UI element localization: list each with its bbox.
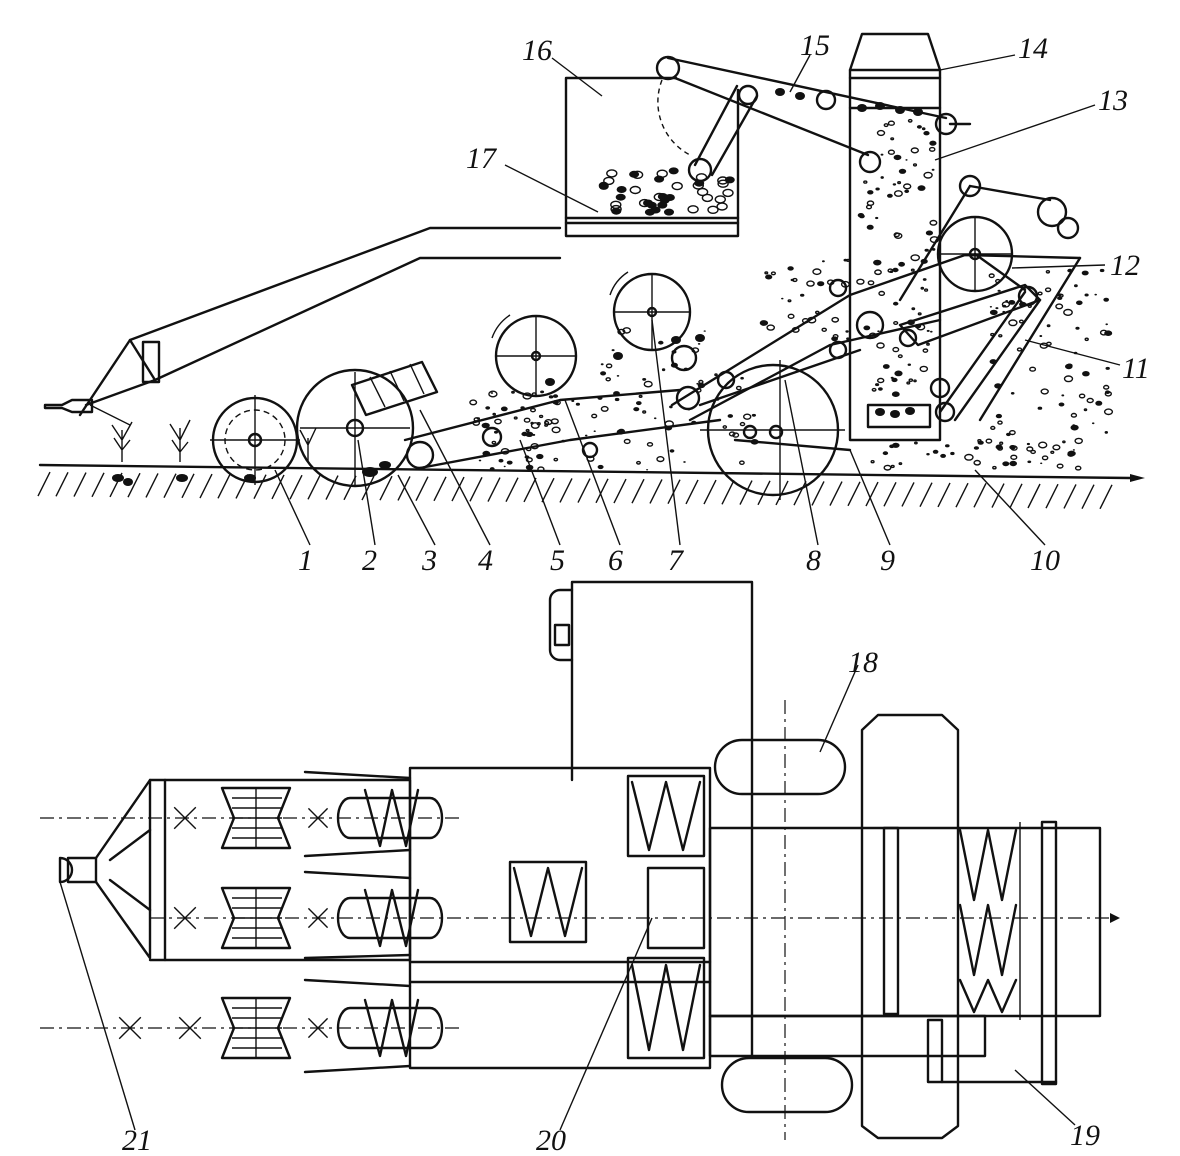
label-13: 13 <box>1098 84 1128 117</box>
label-14: 14 <box>1018 32 1048 65</box>
sorting-conveyor <box>898 283 1042 423</box>
label-1: 1 <box>298 544 313 577</box>
label-10: 10 <box>1030 544 1060 577</box>
label-9: 9 <box>880 544 895 577</box>
separator-springs <box>512 780 1018 1052</box>
side-view <box>37 32 1145 546</box>
wheels <box>713 738 854 1114</box>
label-16: 16 <box>522 34 552 67</box>
hopper <box>564 76 740 238</box>
label-6: 6 <box>608 544 623 577</box>
share-elevator <box>403 388 722 470</box>
potato-plants <box>111 419 317 486</box>
cutting-disc <box>295 368 415 488</box>
drawbar <box>43 226 562 426</box>
machine-body <box>408 580 754 1070</box>
row-units <box>118 786 444 1060</box>
label-12: 12 <box>1110 249 1140 282</box>
label-19: 19 <box>1070 1119 1100 1152</box>
separating-rotors <box>491 271 698 398</box>
plan-view <box>40 580 1120 1140</box>
label-21: 21 <box>122 1124 152 1156</box>
label-15: 15 <box>800 29 830 62</box>
loading-conveyor <box>655 55 948 183</box>
callout-labels: 1 2 3 4 5 6 7 8 9 10 11 12 13 14 15 16 1… <box>122 29 1150 1156</box>
label-3: 3 <box>421 544 437 577</box>
label-7: 7 <box>668 544 685 577</box>
leader-lines <box>274 54 1121 546</box>
cleaning-rotor <box>936 215 1027 293</box>
depth-wheel <box>210 395 300 485</box>
label-17: 17 <box>466 142 498 175</box>
label-5: 5 <box>550 544 565 577</box>
label-4: 4 <box>478 544 493 577</box>
label-20: 20 <box>536 1124 566 1156</box>
label-8: 8 <box>806 544 821 577</box>
elevator-column <box>828 32 972 442</box>
label-11: 11 <box>1122 352 1150 385</box>
topper-roller <box>350 360 439 417</box>
hitch <box>58 778 152 960</box>
rear-section <box>708 713 1102 1140</box>
label-2: 2 <box>362 544 377 577</box>
label-18: 18 <box>848 646 878 679</box>
